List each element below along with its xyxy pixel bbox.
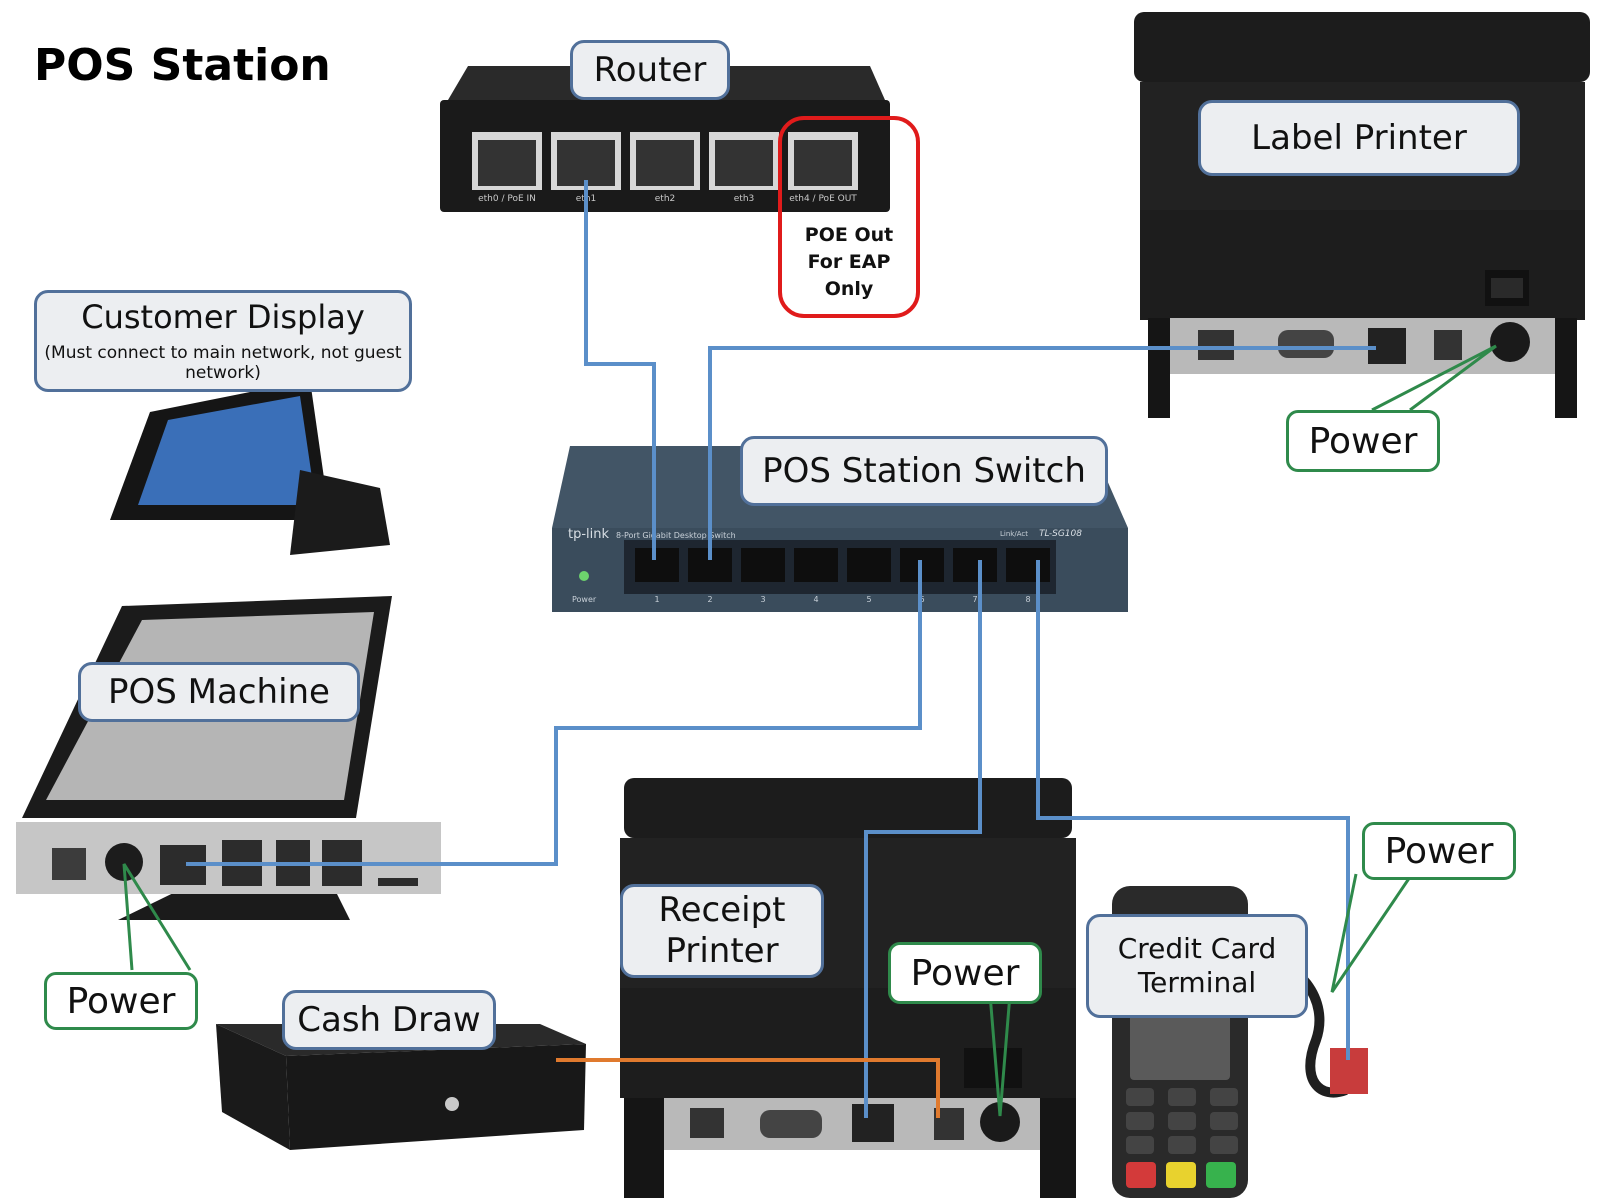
switch-label: POS Station Switch [740,436,1108,506]
receipt-printer-power-label: Power [888,942,1042,1004]
pos-machine-device [16,596,441,920]
switch-port-number: 2 [707,595,712,604]
switch-model: TL-SG108 [1039,529,1082,539]
router-device: eth0 / PoE IN eth1 eth2 eth3 eth4 / PoE … [440,66,890,212]
customer-display-device [110,380,390,555]
switch-port-number: 1 [654,595,659,604]
cash-draw-cable [556,1058,940,1118]
customer-display-note: (Must connect to main network, not guest… [44,342,402,384]
poe-note-line: For EAP [808,251,891,273]
switch-to-pos-machine-cable [186,560,922,866]
page-title: POS Station [34,40,331,91]
poe-highlight-box [778,116,920,318]
power-pointers [122,344,1497,1117]
switch-port-number: 8 [1025,595,1030,604]
switch-to-card-terminal-cable [1036,560,1350,1060]
poe-note-line: POE Out [805,224,893,246]
label-printer-device [1134,12,1590,418]
switch-port-number: 3 [760,595,765,604]
switch-port-number: 4 [813,595,818,604]
switch-port-number: 7 [972,595,977,604]
router-label: Router [570,40,730,100]
poe-note-line: Only [825,278,874,300]
label-printer-power-label: Power [1286,410,1440,472]
switch-power-led-label: Power [572,595,597,604]
router-port-label: eth3 [734,194,755,204]
pos-machine-label: POS Machine [78,662,360,722]
label-printer-label: Label Printer [1198,100,1520,176]
router-port-label: eth2 [655,194,676,204]
pos-machine-power-label: Power [44,972,198,1030]
router-port-label: eth4 / PoE OUT [789,194,857,204]
credit-card-terminal-label: Credit Card Terminal [1086,914,1308,1018]
switch-brand: tp-link [568,527,610,542]
customer-display-title: Customer Display [81,298,365,337]
ethernet-cables [186,180,1376,1118]
customer-display-label: Customer Display (Must connect to main n… [34,290,412,392]
switch-linkact: Link/Act [1000,530,1028,538]
switch-to-receipt-printer-cable [864,560,982,1118]
credit-card-terminal-power-label: Power [1362,822,1516,880]
switch-to-label-printer-cable [708,346,1376,560]
switch-desc: 8-Port Gigabit Desktop Switch [616,531,736,540]
router-to-switch-cable [584,180,656,560]
receipt-printer-label: Receipt Printer [620,884,824,978]
cash-draw-label: Cash Draw [282,990,496,1050]
switch-port-number: 5 [866,595,871,604]
router-port-label: eth0 / PoE IN [478,194,536,204]
